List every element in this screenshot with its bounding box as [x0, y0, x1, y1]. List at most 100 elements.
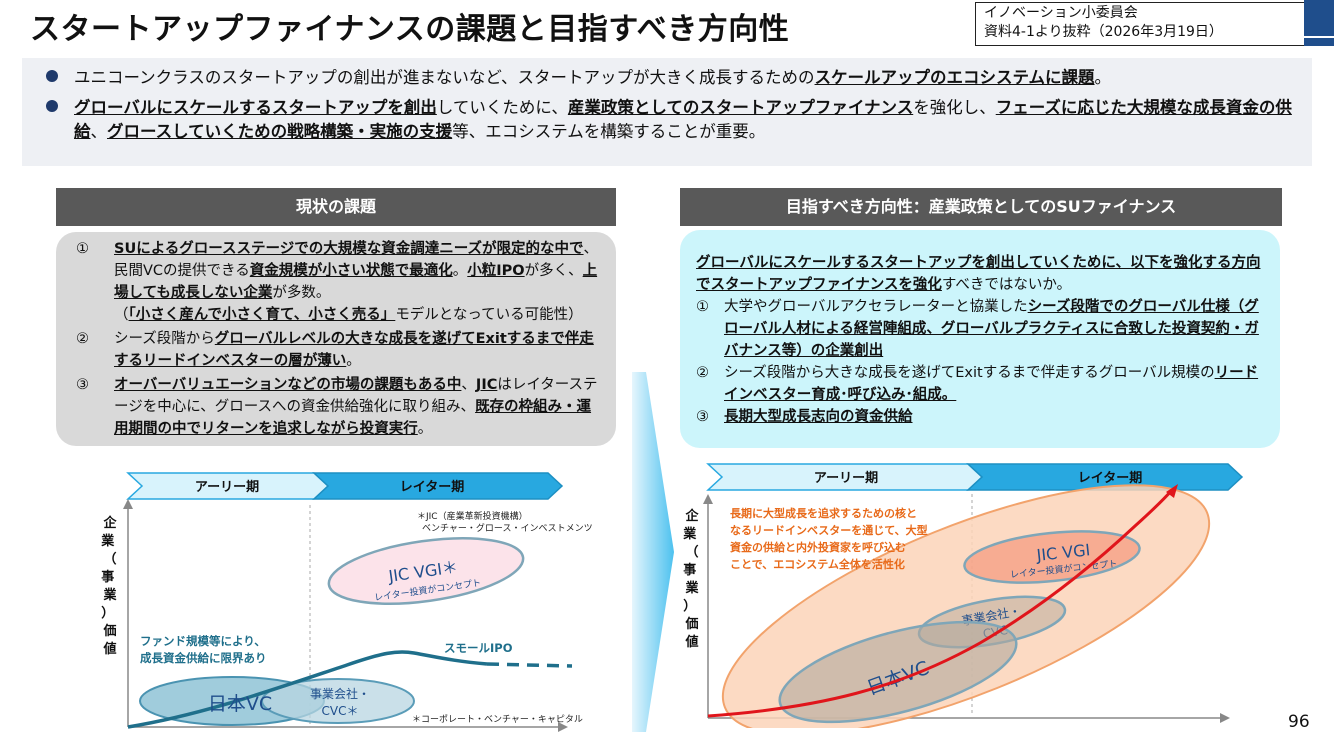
issue-text: 。 — [346, 353, 361, 369]
jic-vgi-ellipse — [963, 530, 1141, 584]
y-axis-char: （ — [103, 551, 116, 567]
direction-item-1: ① 大学やグローバルアクセラレーターと協業したシーズ段階でのグローバル仕様（グロ… — [696, 296, 1264, 362]
issue-text: モデルとなっている可能性） — [395, 307, 583, 323]
direction-text: すべきではないか。 — [941, 277, 1072, 293]
y-axis-char: 企 — [684, 508, 699, 524]
direction-number: ① — [696, 299, 709, 315]
corner-accent-bar — [1304, 0, 1334, 46]
x-axis-arrow-icon — [558, 722, 568, 732]
y-axis-char: 業 — [684, 580, 699, 596]
issue-item-1: ① SUによるグロースステージでの大規模な資金調達ニーズが限定的な中で、民間VC… — [70, 238, 602, 326]
direction-item-2: ② シーズ段階から大きな成長を遂げてExitするまで伴走するグローバル規模のリー… — [696, 362, 1264, 406]
current-state-diagram: アーリー期 レイター期 企業 （事 業） 価値 ＊JIC（産業革新投資機構） ベ… — [100, 472, 593, 732]
growth-curve-dashed — [486, 662, 573, 668]
phase-early-label: アーリー期 — [195, 480, 259, 495]
direction-emphasis: シーズ段階でのグローバル仕様（グローバル人材による経営陣組成、グローバルプラクテ… — [724, 299, 1259, 359]
issue-item-2: ② シーズ段階からグローバルレベルの大きな成長を遂げてExitするまで伴走するリ… — [70, 328, 602, 372]
issue-text: シーズ段階から — [114, 331, 215, 347]
y-axis-char: 事 — [683, 562, 696, 578]
summary-text: を強化し、 — [913, 98, 996, 117]
cvc-ellipse — [261, 678, 415, 724]
issue-text: が多数。（ — [114, 285, 331, 323]
y-axis-char: 業 — [100, 533, 115, 549]
current-issues-header: 現状の課題 — [56, 188, 616, 226]
y-axis-char: 値 — [102, 641, 116, 657]
summary-text: ユニコーンクラスのスタートアップの創出が進まないなど、スタートアップが大きく成長… — [74, 68, 815, 87]
issue-text: 。 — [452, 263, 468, 279]
page-number: 96 — [1288, 712, 1310, 732]
issue-text: が多く、 — [524, 263, 583, 279]
y-axis-char: 業 — [102, 587, 117, 603]
small-ipo-label: スモールIPO — [444, 641, 513, 655]
issue-emphasis: SUによるグロースステージでの大規模な資金調達ニーズが限定的な中で — [114, 241, 584, 257]
summary-text: 。 — [1094, 68, 1112, 87]
phase-later-label: レイター期 — [400, 480, 464, 495]
y-axis-char: （ — [685, 544, 698, 560]
x-axis-arrow-icon — [1220, 713, 1230, 723]
ecosystem-note-2: なるリードインベスターを通じて、大型 — [730, 523, 928, 537]
jic-footnote-1: ＊JIC（産業革新投資機構） — [417, 510, 528, 522]
issue-emphasis: 小粒IPO — [467, 263, 525, 279]
bullet-dot-icon — [46, 100, 58, 112]
target-direction-box: グローバルにスケールするスタートアップを創出していくために、以下を強化する方向で… — [680, 230, 1280, 448]
ecosystem-note-3: 資金の供給と内外投資家を呼び込む — [730, 540, 906, 554]
ecosystem-note-4: ことで、エコシステム全体を活性化 — [730, 557, 905, 571]
phase-later-chevron — [966, 463, 1244, 491]
summary-emphasis: フェーズに応じた大規模な成長資金の供給 — [74, 98, 1292, 141]
summary-bullet-2: グローバルにスケールするスタートアップを創出していくために、産業政策としてのスタ… — [34, 96, 1300, 144]
summary-text: していくために、 — [436, 98, 568, 117]
summary-emphasis: グローバルにスケールするスタートアップを創出 — [74, 98, 437, 117]
fund-limit-note-1: ファンド規模等により、 — [140, 634, 266, 648]
bullet-dot-icon — [46, 70, 58, 82]
phase-later-chevron — [312, 472, 564, 500]
target-direction-header: 目指すべき方向性：産業政策としてのSUファイナンス — [680, 188, 1282, 226]
source-line-1: イノベーション小委員会 — [984, 5, 1138, 21]
y-axis-arrow-icon — [703, 494, 713, 504]
direction-text: シーズ段階から大きな成長を遂げてExitするまで伴走するグローバル規模の — [724, 365, 1215, 381]
direction-text: 大学やグローバルアクセラレーターと協業した — [724, 299, 1028, 315]
y-axis-char: 価 — [684, 616, 698, 632]
summary-emphasis: スケールアップのエコシステムに課題 — [814, 68, 1095, 87]
phase-early-label: アーリー期 — [814, 471, 878, 486]
japan-vc-label: 日本VC — [208, 693, 272, 715]
direction-emphasis: グローバルにスケールするスタートアップを創出していくために、以下を強化する方向で… — [696, 255, 1261, 293]
issue-emphasis: 資金規模が小さい状態で最適化 — [249, 263, 453, 279]
direction-number: ③ — [696, 409, 709, 425]
fund-limit-note-2: 成長資金供給に限界あり — [140, 651, 267, 665]
y-axis-char: ） — [101, 605, 114, 621]
page-title: スタートアップファイナンスの課題と目指すべき方向性 — [30, 12, 790, 47]
summary-panel: ユニコーンクラスのスタートアップの創出が進まないなど、スタートアップが大きく成長… — [22, 58, 1312, 166]
issue-number: ① — [76, 241, 89, 257]
jic-footnote-2: ベンチャー・グロース・インベストメンツ — [422, 522, 593, 534]
growth-curve — [127, 650, 488, 729]
y-axis-char: 事 — [101, 569, 114, 585]
summary-text: 等、エコシステムを構築することが重要。 — [452, 122, 766, 141]
issue-number: ③ — [76, 377, 89, 393]
direction-lead: グローバルにスケールするスタートアップを創出していくために、以下を強化する方向で… — [696, 252, 1264, 296]
issue-text: 、民間VCの提供できる — [114, 241, 599, 279]
summary-bullet-1: ユニコーンクラスのスタートアップの創出が進まないなど、スタートアップが大きく成長… — [34, 66, 1300, 90]
summary-text: 、 — [90, 122, 108, 141]
summary-emphasis: グロースしていくための戦略構築・実施の支援 — [107, 122, 453, 141]
issue-emphasis: 上場しても成長しない企業 — [114, 263, 598, 301]
issue-emphasis: 「小さく産んで小さく育て、小さく売る」 — [128, 307, 396, 323]
y-axis-char: 値 — [684, 634, 698, 650]
growth-curve — [707, 489, 1174, 718]
growth-curve-arrow-icon — [1166, 484, 1178, 498]
issue-text: はレイターステージを中心に、グロースへの資金供給強化に取り組み、 — [114, 377, 598, 415]
issue-emphasis: 既存の枠組み・運用期間の中でリターンを追求しながら投資実行 — [114, 399, 592, 437]
issue-number: ② — [76, 331, 89, 347]
cvc-footnote: ＊コーポレート・ベンチャー・キャピタル — [412, 714, 583, 725]
direction-item-3: ③ 長期大型成長志向の資金供給 — [696, 406, 1264, 428]
y-axis-char: 価 — [102, 623, 116, 639]
issue-emphasis: グローバルレベルの大きな成長を遂げてExitするまで伴走するリードインベスターの… — [114, 331, 594, 369]
issue-text: 、 — [461, 377, 476, 393]
y-axis-char: ） — [683, 598, 696, 614]
cvc-label-2: CVC＊ — [322, 704, 359, 718]
direction-emphasis: 長期大型成長志向の資金供給 — [724, 409, 913, 425]
y-axis-label: 企業 （事 業） 価値 — [682, 508, 701, 650]
cvc-label-1: 事業会社・ — [310, 686, 370, 701]
y-axis-char: 企 — [102, 515, 117, 531]
issue-emphasis: JIC — [475, 377, 498, 393]
phase-later-label: レイター期 — [1078, 471, 1142, 486]
